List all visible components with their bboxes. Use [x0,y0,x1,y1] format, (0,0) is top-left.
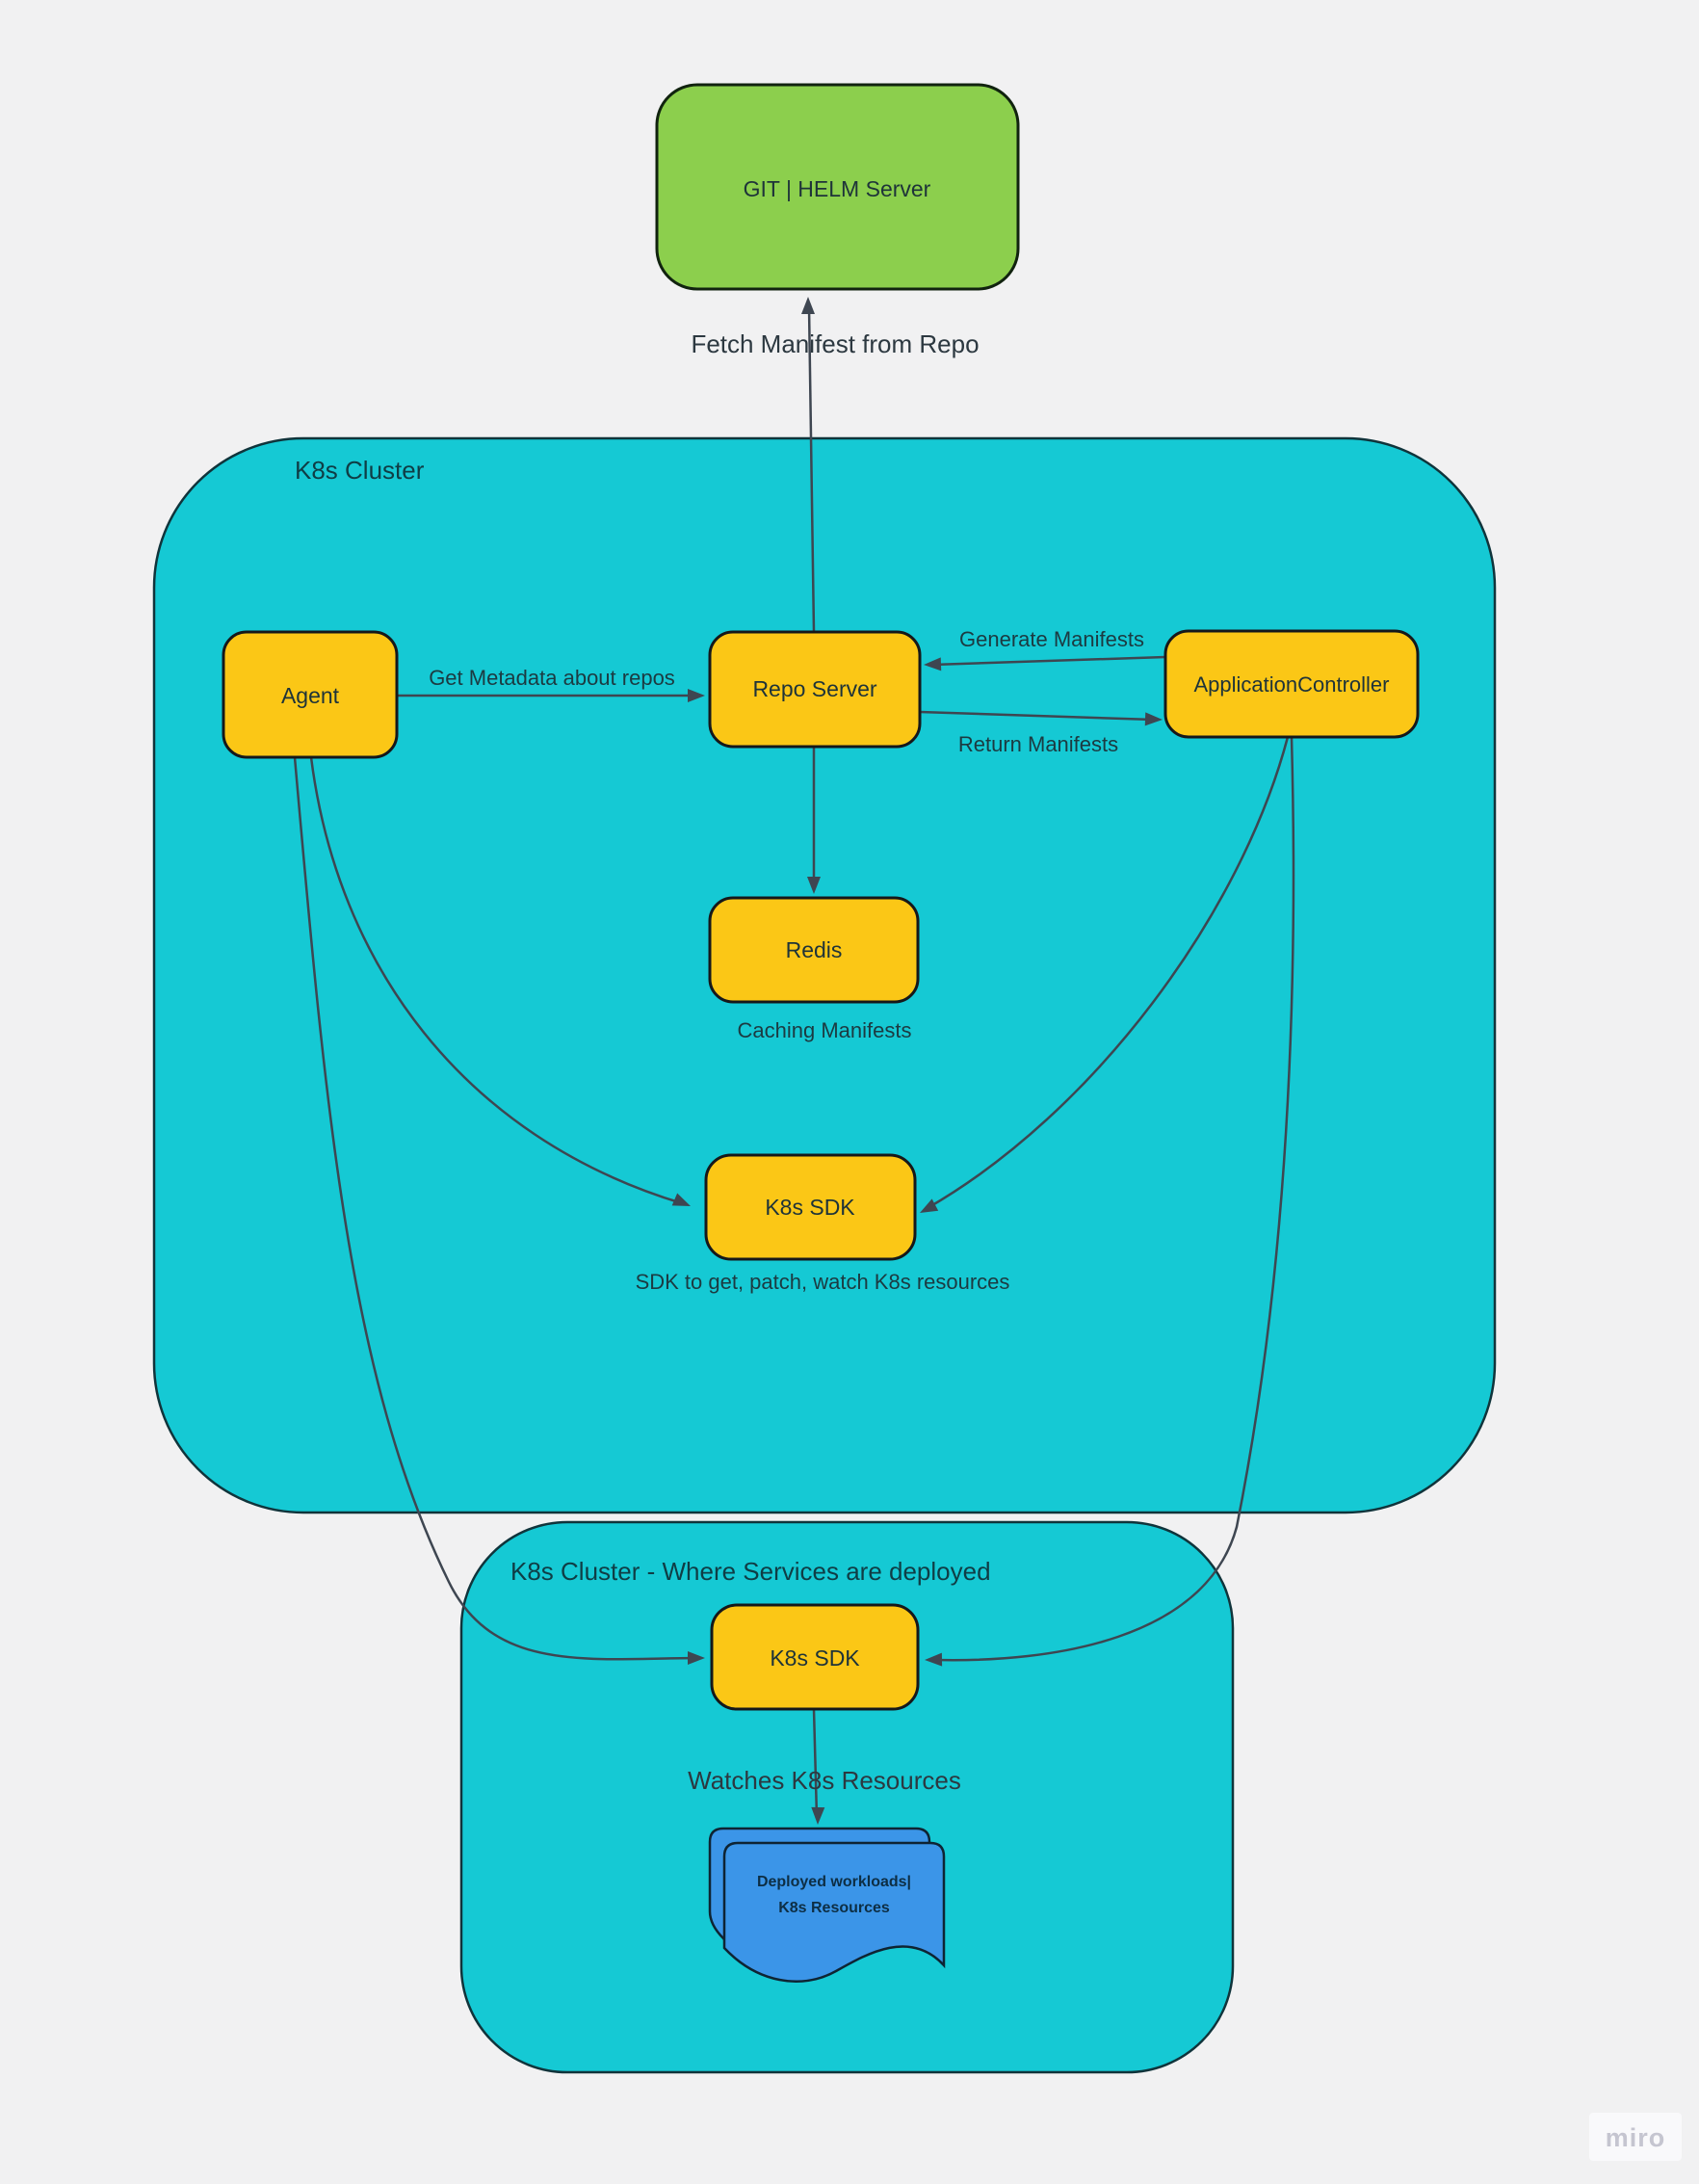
agent-node[interactable] [222,630,399,759]
connector-repo-to-git[interactable] [807,305,816,633]
arrowhead-appcontroller-to-sdk [920,1198,939,1213]
application-controller-label: ApplicationController [1194,672,1390,697]
workloads-label-line2: K8s Resources [778,1900,890,1916]
arrowhead-repo-to-appcontroller [1144,712,1163,726]
sdk-caption-label: SDK to get, patch, watch K8s resources [636,1270,1010,1294]
k8s-deploy-cluster-title: K8s Cluster - Where Services are deploye… [510,1557,991,1586]
arrowhead-agent-to-repo [688,689,705,702]
connector-agent-to-sdk[interactable] [309,756,683,1205]
caching-manifests-label: Caching Manifests [738,1018,912,1042]
repo-server-label: Repo Server [752,676,876,701]
redis-node[interactable] [708,896,920,1004]
k8s-sdk-deploy-node[interactable] [710,1603,920,1711]
get-metadata-label: Get Metadata about repos [429,666,675,690]
connector-sdk-to-workloads[interactable] [812,1708,819,1818]
connector-repo-to-appcontroller[interactable] [919,710,1155,722]
miro-watermark-badge[interactable] [1589,2113,1682,2161]
connector-agent-to-deploy-sdk[interactable] [293,756,696,1661]
git-helm-server-label: GIT | HELM Server [744,176,931,201]
application-controller-node[interactable] [1163,629,1420,739]
connector-appcontroller-to-deploy-sdk[interactable] [933,736,1295,1662]
connector-appcontroller-to-repo[interactable] [931,655,1166,667]
arrowhead-repo-to-redis [807,877,821,894]
connector-appcontroller-to-sdk[interactable] [927,736,1290,1210]
arrowhead-agent-to-deploy-sdk [688,1651,705,1665]
watches-resources-label: Watches K8s Resources [688,1766,961,1795]
workloads-label-line1: Deployed workloads| [757,1874,911,1890]
arrowhead-appcontroller-to-repo [924,657,942,671]
arrowhead-appcontroller-to-deploy-sdk [925,1652,943,1667]
agent-label: Agent [281,683,340,708]
git-helm-server-node[interactable] [655,83,1020,291]
arrowhead-repo-to-git [801,297,815,314]
workloads-document-front[interactable] [722,1841,946,1983]
repo-server-node[interactable] [708,630,922,749]
fetch-manifest-label: Fetch Manifest from Repo [691,329,979,358]
miro-watermark-logo[interactable]: miro [1606,2123,1666,2152]
k8s-sdk-deploy-label: K8s SDK [770,1645,860,1671]
k8s-sdk-label: K8s SDK [765,1195,855,1220]
return-manifests-label: Return Manifests [958,732,1118,756]
redis-label: Redis [786,937,843,962]
generate-manifests-label: Generate Manifests [959,627,1144,651]
k8s-cluster-title: K8s Cluster [295,456,425,485]
k8s-sdk-node[interactable] [704,1153,917,1261]
arrowhead-sdk-to-workloads [811,1806,825,1825]
arrowhead-agent-to-sdk [671,1193,691,1206]
